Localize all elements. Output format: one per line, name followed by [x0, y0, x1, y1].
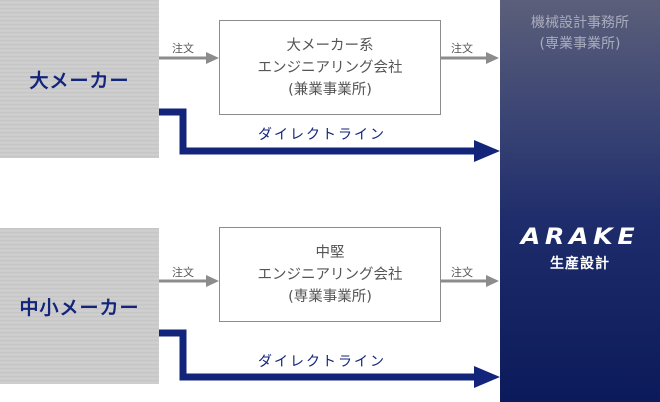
order-label: 注文: [172, 266, 194, 279]
direct-line-arrow-1: [159, 108, 500, 162]
box-line-1: 中堅: [315, 244, 345, 261]
engineering-company-box-1: 大メーカー系 エンジニアリング会社 (兼業事業所): [219, 20, 441, 115]
order-arrow-mid-to-right-2: [441, 275, 499, 287]
order-arrow-mid-to-right-1: [441, 52, 499, 64]
client-label: 大メーカー: [29, 69, 130, 92]
box-line-3: (専業事業所): [288, 288, 372, 305]
order-label: 注文: [172, 42, 194, 55]
engineering-company-box-2: 中堅 エンジニアリング会社 (専業事業所): [219, 227, 441, 322]
panel-subtitle: 生産設計: [550, 256, 610, 272]
box-line-3: (兼業事業所): [288, 81, 372, 98]
order-label: 注文: [451, 266, 473, 279]
box-line-2: エンジニアリング会社: [257, 266, 403, 283]
order-arrow-client-to-mid-1: [159, 52, 219, 64]
arake-logo: ARAKE: [520, 225, 640, 250]
box-line-2: エンジニアリング会社: [257, 59, 403, 76]
direct-line-arrow-2: [159, 329, 500, 388]
panel-heading: 機械設計事務所 (専業事業所): [500, 13, 660, 55]
order-label: 注文: [451, 42, 473, 55]
direct-line-label: ダイレクトライン: [258, 127, 386, 143]
client-label: 中小メーカー: [19, 296, 140, 319]
box-line-1: 大メーカー系: [286, 37, 374, 54]
panel-heading-line-2: (専業事業所): [539, 36, 621, 52]
design-office-panel: 機械設計事務所 (専業事業所) ARAKE 生産設計: [500, 0, 660, 402]
order-arrow-client-to-mid-2: [159, 275, 219, 287]
panel-heading-line-1: 機械設計事務所: [531, 15, 629, 31]
client-box-small-medium-maker: 中小メーカー: [0, 228, 159, 384]
direct-line-label: ダイレクトライン: [258, 354, 386, 370]
client-box-large-maker: 大メーカー: [0, 0, 159, 158]
